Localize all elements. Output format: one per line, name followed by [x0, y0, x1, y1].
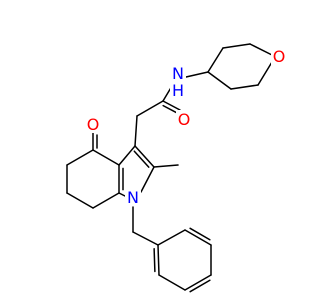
bond-line	[132, 231, 159, 246]
bond-line	[118, 192, 126, 197]
bond-line	[207, 47, 224, 73]
ketone-oxygen-label: O	[87, 115, 100, 134]
ring-oxygen-label: O	[273, 47, 286, 66]
ketone-oxygen-bg	[85, 115, 101, 133]
bond-line	[134, 115, 138, 147]
atom-label-layer: O O O N H N	[85, 47, 287, 207]
amide-hydrogen-label: H	[172, 81, 184, 100]
bond-line	[207, 71, 232, 90]
bond-line	[230, 84, 259, 90]
bond-line	[136, 100, 164, 117]
amide-oxygen-label: O	[178, 110, 191, 129]
ring-oxygen-bg	[271, 47, 287, 65]
bond-line	[66, 149, 94, 166]
amide-nitrogen-bg	[170, 64, 186, 98]
bond-line-double	[133, 150, 150, 168]
bond-line-double	[162, 104, 177, 114]
bond-line-double	[189, 227, 211, 241]
bond-line	[134, 145, 155, 168]
amide-oxygen-bg	[176, 110, 192, 128]
molecule-svg: O O O N H N	[66, 43, 287, 293]
bond-line	[184, 229, 212, 246]
bond-line-double	[189, 279, 211, 293]
bond-line	[118, 145, 136, 166]
pyrrole-nitrogen-bg	[125, 188, 141, 206]
bond-line	[157, 244, 160, 276]
bond-line	[140, 166, 155, 193]
bond-line	[222, 43, 251, 49]
pyrrole-nitrogen-label: N	[127, 188, 139, 207]
bond-line	[157, 229, 186, 246]
bond-line	[92, 192, 120, 209]
amide-nitrogen-label: N	[172, 64, 184, 83]
bond-line	[92, 149, 120, 166]
bond-layer	[66, 43, 273, 293]
bond-line	[184, 274, 212, 291]
bond-line	[162, 100, 181, 111]
bond-line	[249, 43, 273, 56]
molecule-structure-diagram: O O O N H N	[66, 43, 287, 293]
bond-line	[185, 71, 209, 78]
bond-line-double	[153, 247, 156, 273]
bond-line	[153, 164, 179, 168]
bond-line	[257, 61, 273, 86]
bond-line	[66, 192, 94, 209]
bond-line	[158, 274, 186, 291]
